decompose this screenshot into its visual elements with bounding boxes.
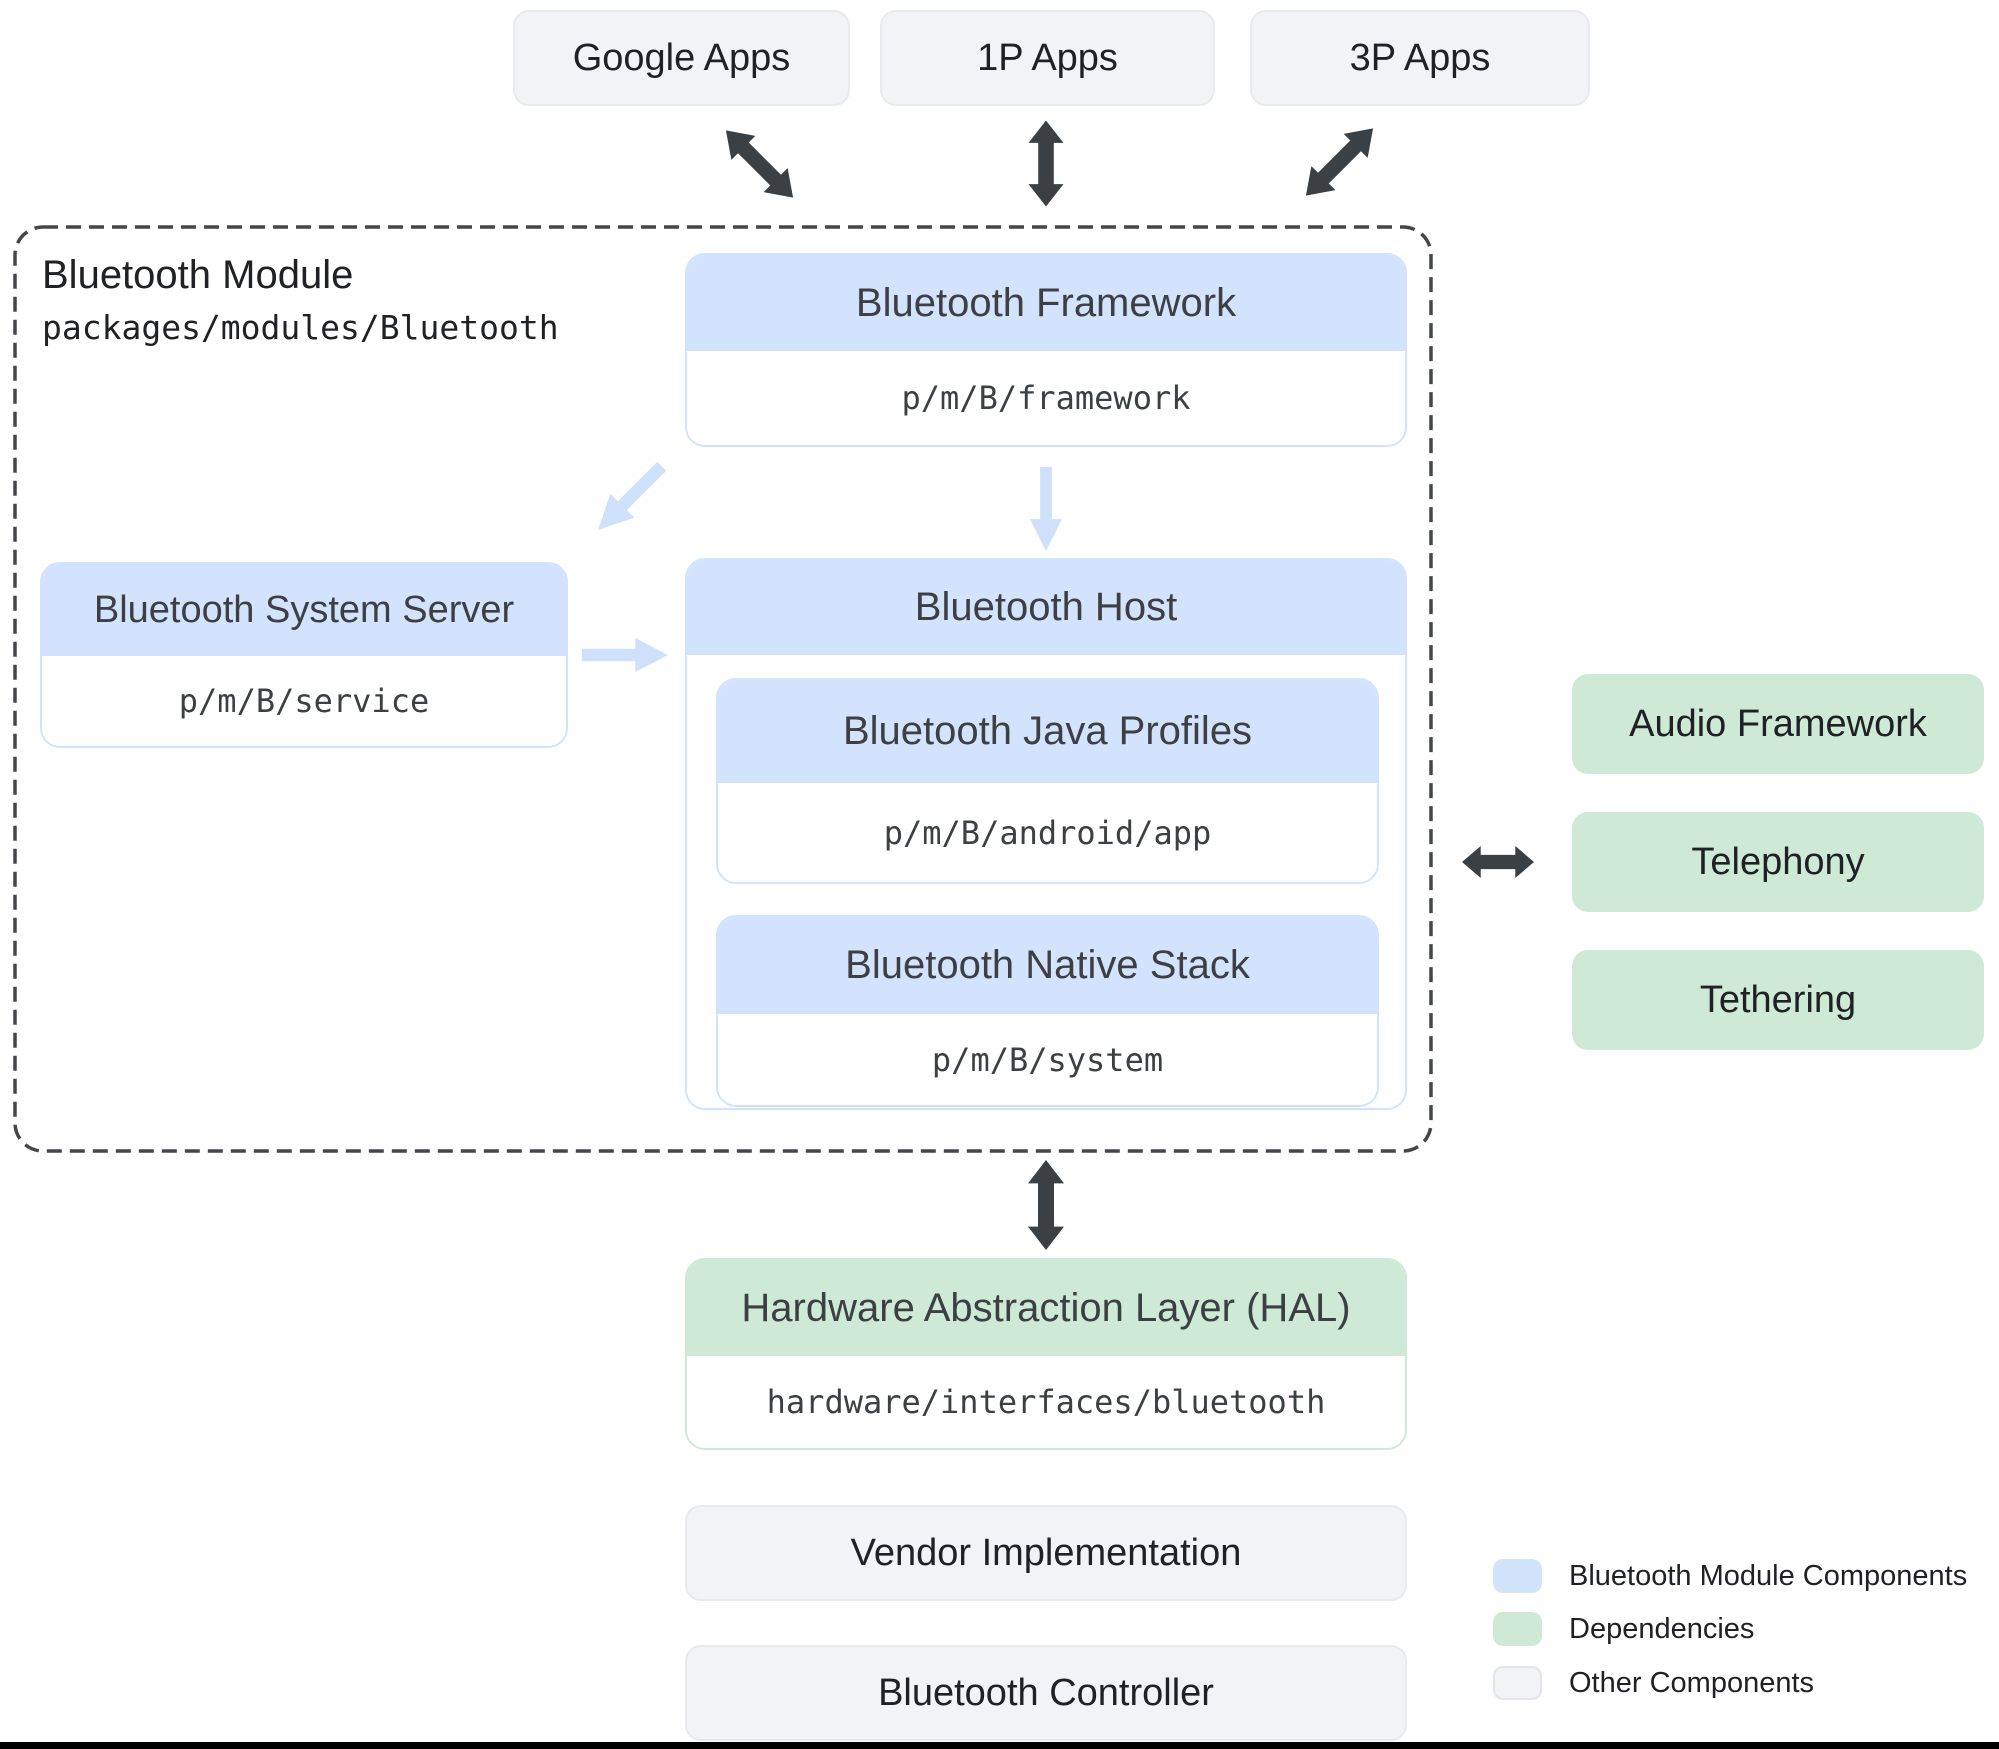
double-arrow-icon-1p-apps xyxy=(1028,120,1064,207)
box-header: Bluetooth Native Stack xyxy=(718,917,1377,1014)
bluetooth-native-stack-box: Bluetooth Native Stack p/m/B/system xyxy=(716,915,1379,1107)
app-box-label: 1P Apps xyxy=(977,36,1118,79)
box-path: p/m/B/service xyxy=(42,656,566,746)
box-header: Hardware Abstraction Layer (HAL) xyxy=(687,1260,1405,1356)
app-box-1p-apps: 1P Apps xyxy=(880,10,1215,106)
module-path: packages/modules/Bluetooth xyxy=(42,308,559,347)
dependency-label: Tethering xyxy=(1699,978,1857,1021)
double-arrow-icon-3p-apps xyxy=(1305,128,1374,196)
dependency-box-audio-framework: Audio Framework xyxy=(1572,674,1984,774)
bluetooth-module-heading: Bluetooth Module packages/modules/Blueto… xyxy=(42,252,559,347)
arrow-icon-system-server-to-host xyxy=(582,638,668,672)
legend-label: Dependencies xyxy=(1569,1612,1755,1645)
arrow-icon-framework-to-host xyxy=(1030,467,1062,551)
box-path: p/m/B/system xyxy=(718,1014,1377,1105)
app-box-google-apps: Google Apps xyxy=(513,10,850,106)
dependency-box-telephony: Telephony xyxy=(1572,812,1984,912)
module-title: Bluetooth Module xyxy=(42,253,354,297)
box-path: p/m/B/framework xyxy=(687,351,1405,445)
double-arrow-icon-module-hal xyxy=(1028,1160,1064,1250)
box-path: p/m/B/android/app xyxy=(718,783,1377,882)
box-header: Bluetooth System Server xyxy=(42,564,566,656)
arrow-icon-framework-to-system-server xyxy=(598,461,667,530)
legend-swatch xyxy=(1493,1666,1542,1700)
dependency-box-tethering: Tethering xyxy=(1572,950,1984,1050)
bottom-edge-bar xyxy=(0,1742,1999,1749)
legend-item: Other Components xyxy=(1493,1666,1814,1700)
box-header: Bluetooth Java Profiles xyxy=(718,680,1377,783)
legend-swatch xyxy=(1493,1612,1542,1646)
bluetooth-host-body: Bluetooth Java Profiles p/m/B/android/ap… xyxy=(687,655,1405,1108)
bluetooth-java-profiles-box: Bluetooth Java Profiles p/m/B/android/ap… xyxy=(716,678,1379,884)
box-header: Bluetooth Host xyxy=(687,560,1405,655)
bluetooth-framework-box: Bluetooth Framework p/m/B/framework xyxy=(685,253,1407,447)
double-arrow-icon-google-apps xyxy=(725,130,794,198)
legend-item: Bluetooth Module Components xyxy=(1493,1559,1967,1593)
app-box-label: Google Apps xyxy=(572,36,791,79)
other-box-bluetooth-controller: Bluetooth Controller xyxy=(685,1645,1407,1741)
legend-item: Dependencies xyxy=(1493,1612,1754,1646)
other-box-vendor-implementation: Vendor Implementation xyxy=(685,1505,1407,1601)
other-box-label: Bluetooth Controller xyxy=(878,1671,1214,1714)
dependency-label: Telephony xyxy=(1691,840,1865,883)
bluetooth-system-server-box: Bluetooth System Server p/m/B/service xyxy=(40,562,568,748)
hal-box: Hardware Abstraction Layer (HAL) hardwar… xyxy=(685,1258,1407,1450)
other-box-label: Vendor Implementation xyxy=(850,1531,1242,1574)
app-box-3p-apps: 3P Apps xyxy=(1250,10,1590,106)
legend-label: Other Components xyxy=(1569,1666,1815,1699)
dependency-label: Audio Framework xyxy=(1629,702,1927,745)
box-path: hardware/interfaces/bluetooth xyxy=(687,1356,1405,1448)
double-arrow-icon-module-dependencies xyxy=(1462,846,1534,878)
box-header: Bluetooth Framework xyxy=(687,255,1405,351)
bluetooth-module-boundary xyxy=(13,225,1433,1153)
app-box-label: 3P Apps xyxy=(1349,36,1491,79)
legend-label: Bluetooth Module Components xyxy=(1569,1559,1968,1592)
legend-swatch xyxy=(1493,1559,1542,1593)
bluetooth-host-box: Bluetooth Host Bluetooth Java Profiles p… xyxy=(685,558,1407,1110)
